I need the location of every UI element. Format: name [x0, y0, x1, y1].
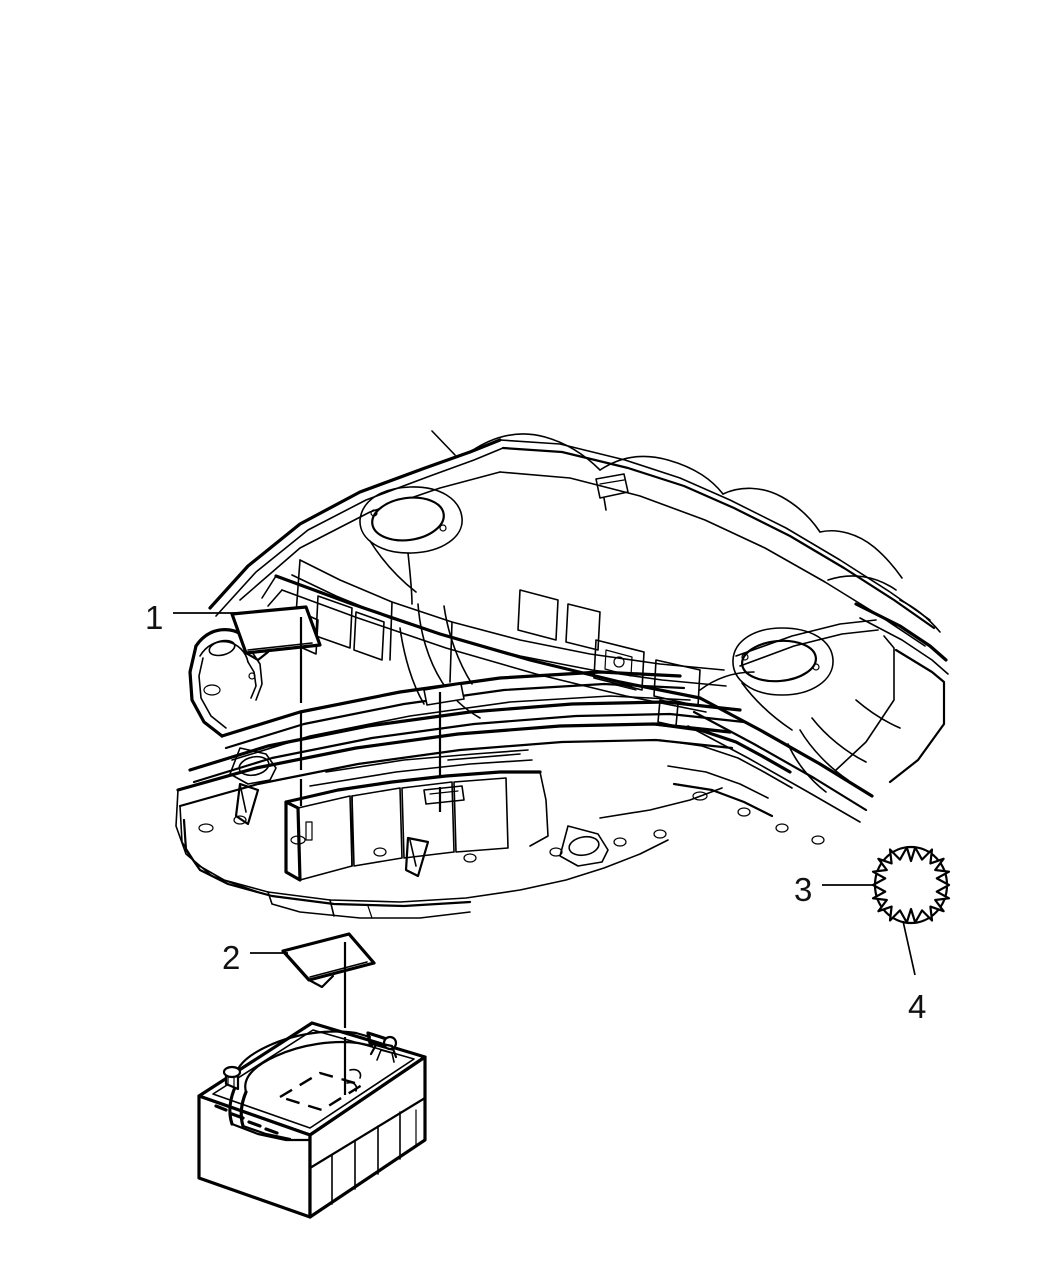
callout-number-2[interactable]: 2 — [222, 939, 241, 976]
callout-number-3[interactable]: 3 — [794, 871, 813, 908]
callout-number-1[interactable]: 1 — [145, 599, 164, 636]
callout-leaders — [173, 612, 916, 1098]
battery-assembly — [197, 1021, 427, 1219]
callout-number-4[interactable]: 4 — [908, 988, 927, 1025]
mid-tab — [423, 683, 465, 706]
leader-4-diagonal — [902, 920, 916, 976]
decal-label-upper — [230, 605, 322, 662]
decal-label-battery — [281, 932, 376, 989]
radiator-crossmember — [175, 628, 825, 919]
star-washer-and-nut — [871, 845, 951, 925]
cowl-firewall-panel — [208, 430, 949, 823]
